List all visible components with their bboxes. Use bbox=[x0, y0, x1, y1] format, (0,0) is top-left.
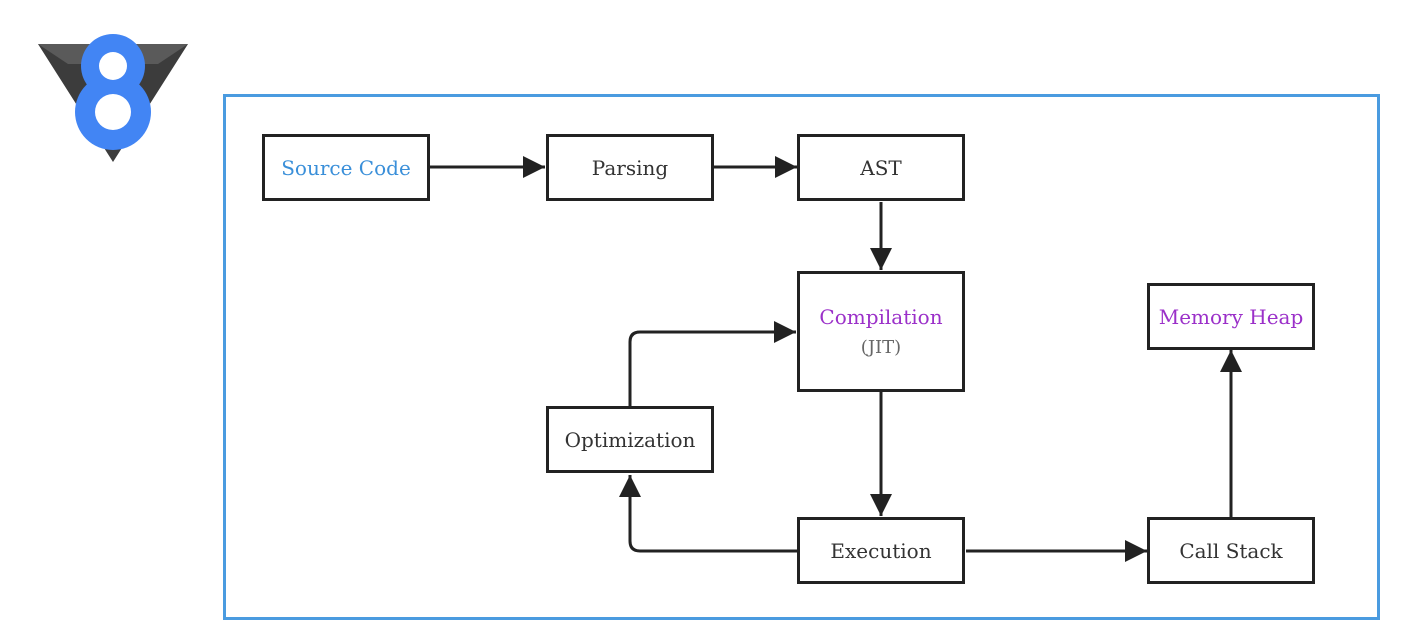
node-label: Memory Heap bbox=[1158, 304, 1304, 329]
node-sublabel: (JIT) bbox=[860, 336, 902, 358]
node-label: Source Code bbox=[281, 155, 411, 180]
node-label: Execution bbox=[830, 538, 932, 563]
node-memory-heap: Memory Heap bbox=[1147, 283, 1315, 350]
node-call-stack: Call Stack bbox=[1147, 517, 1315, 584]
node-parsing: Parsing bbox=[546, 134, 714, 201]
node-label: Optimization bbox=[564, 427, 696, 452]
node-label: Call Stack bbox=[1179, 538, 1283, 563]
diagram-frame bbox=[223, 94, 1380, 620]
edge-execution-optimization bbox=[619, 475, 797, 553]
node-label: Compilation bbox=[819, 304, 943, 329]
node-label: Parsing bbox=[591, 155, 669, 180]
v8-logo-icon bbox=[38, 34, 188, 162]
node-compilation: Compilation (JIT) bbox=[797, 271, 965, 392]
edge-optimization-compilation bbox=[628, 321, 796, 406]
node-ast: AST bbox=[797, 134, 965, 201]
node-optimization: Optimization bbox=[546, 406, 714, 473]
node-source-code: Source Code bbox=[262, 134, 430, 201]
node-label: AST bbox=[860, 155, 902, 180]
node-execution: Execution bbox=[797, 517, 965, 584]
